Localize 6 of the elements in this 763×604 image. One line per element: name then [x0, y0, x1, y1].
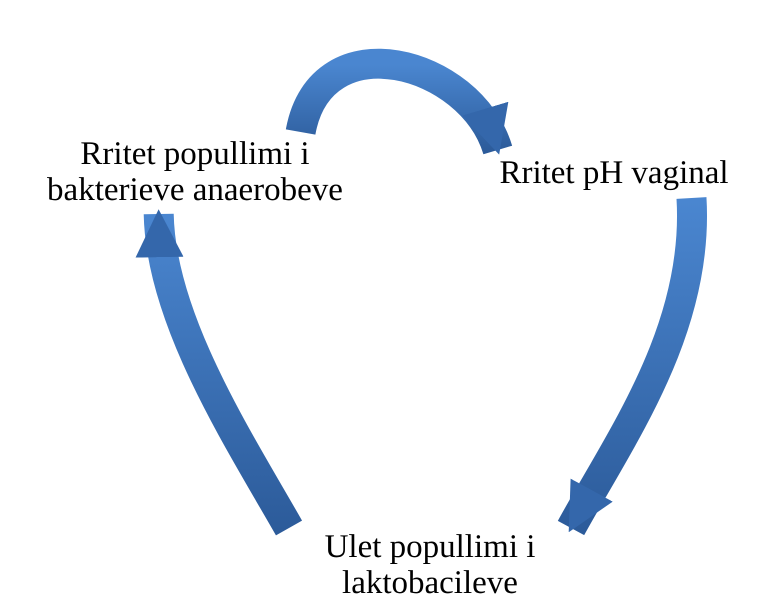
node-label: Ulet popullimi i laktobacileve: [324, 530, 536, 602]
node-label: Rritet pH vaginal: [499, 156, 729, 192]
node-label: Rritet popullimi i bakterieve anaerobeve: [46, 137, 344, 209]
curved-arrow: [138, 209, 302, 536]
curved-arrow: [558, 198, 707, 536]
curved-arrow: [286, 48, 512, 156]
